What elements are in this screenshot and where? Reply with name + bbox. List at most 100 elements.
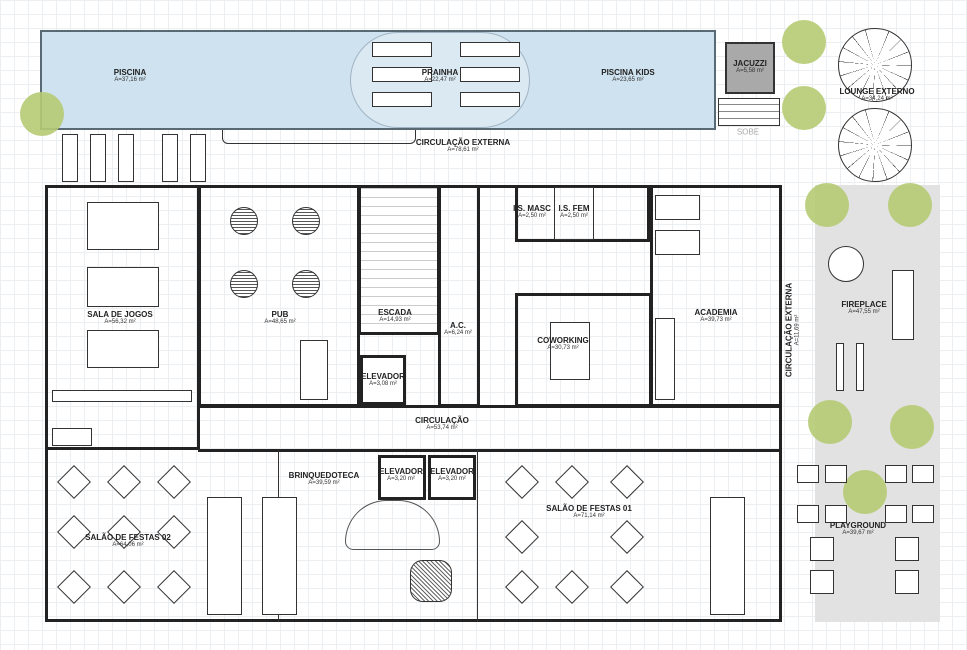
room-area: A=47,55 m² xyxy=(848,309,880,316)
room-area: A=78,61 m² xyxy=(447,147,479,154)
room-area: A=34,24 m² xyxy=(861,96,893,103)
playground-seat xyxy=(885,505,907,523)
room-area: A=39,73 m² xyxy=(700,317,732,324)
sun-lounger xyxy=(90,134,106,182)
room-area: A=56,32 m² xyxy=(104,319,136,326)
meeting-table xyxy=(550,322,590,380)
gym-machine xyxy=(655,195,700,220)
pool-step xyxy=(222,130,416,144)
stairs-up xyxy=(718,98,780,126)
room-area: A=22,47 m² xyxy=(424,77,456,84)
sun-lounger xyxy=(118,134,134,182)
room-name: CIRCULAÇÃO xyxy=(415,415,469,425)
room-area: A=64,06 m² xyxy=(112,542,144,549)
room-area: A=3,20 m² xyxy=(387,476,415,483)
room-name: I.S. MASC xyxy=(513,203,551,213)
room-name: ELEVADOR xyxy=(379,466,423,476)
room-name: CIRCULAÇÃO EXTERNA xyxy=(415,137,511,147)
billiard-table xyxy=(87,267,159,307)
toy-octagon xyxy=(410,560,452,602)
room-name: CIRCULAÇÃO EXTERNA xyxy=(784,282,794,378)
room-name: A.C. xyxy=(449,320,466,330)
room-name: COWORKING xyxy=(537,335,589,345)
buffet-counter xyxy=(262,497,297,615)
label-circulacao-externa-side: CIRCULAÇÃO EXTERNA A=11,69 m² xyxy=(784,282,801,378)
umbrella-icon xyxy=(838,28,912,102)
room-area: A=2,50 m² xyxy=(518,213,546,220)
playground-seat xyxy=(797,465,819,483)
billiard-table xyxy=(87,202,159,250)
tree-icon xyxy=(843,470,887,514)
sun-lounger xyxy=(460,92,520,107)
sun-lounger xyxy=(460,67,520,82)
tree-icon xyxy=(782,86,826,130)
treadmill-rack xyxy=(655,318,675,400)
room-name: ACADEMIA xyxy=(694,307,738,317)
fireplace-bench xyxy=(892,270,914,340)
room-area: A=39,59 m² xyxy=(308,480,340,487)
room-circulacao xyxy=(198,405,782,452)
gym-machine xyxy=(655,230,700,255)
room-area: A=37,16 m² xyxy=(114,77,146,84)
sun-lounger xyxy=(162,134,178,182)
tree-icon xyxy=(890,405,934,449)
room-area: A=14,93 m² xyxy=(379,317,411,324)
cabinet xyxy=(52,428,92,446)
jacuzzi xyxy=(725,42,775,94)
playground-seat xyxy=(885,465,907,483)
tree-icon xyxy=(20,92,64,136)
round-table xyxy=(230,207,258,235)
bar-counter xyxy=(300,340,328,400)
room-area: A=11,69 m² xyxy=(794,314,801,346)
label-ac: A.C.A=6,24 m² xyxy=(444,321,472,337)
stairs-up-label: SOBE xyxy=(736,127,760,137)
room-area: A=3,08 m² xyxy=(369,381,397,388)
room-elevador-3 xyxy=(428,455,476,500)
sun-lounger xyxy=(372,42,432,57)
room-name: LOUNGE EXTERNO xyxy=(839,86,915,96)
room-name: SALA DE JOGOS xyxy=(87,309,153,319)
room-area: A=48,65 m² xyxy=(264,319,296,326)
room-area: A=3,20 m² xyxy=(438,476,466,483)
playground-equipment xyxy=(810,570,834,594)
playground-seat xyxy=(912,505,934,523)
room-area: A=23,65 m² xyxy=(612,77,644,84)
buffet-counter xyxy=(710,497,745,615)
playground-equipment xyxy=(895,570,919,594)
room-area: A=5,58 m² xyxy=(736,68,764,75)
room-name: ELEVADOR xyxy=(430,466,474,476)
round-table xyxy=(292,207,320,235)
room-ac xyxy=(438,185,480,407)
room-name: PISCINA KIDS xyxy=(601,67,655,77)
playground-seat xyxy=(825,505,847,523)
tree-icon xyxy=(888,183,932,227)
room-area: A=53,74 m² xyxy=(426,425,458,432)
room-name: BRINQUEDOTECA xyxy=(288,470,360,480)
room-name: SALÃO DE FESTAS 01 xyxy=(546,503,632,513)
room-toilets xyxy=(515,185,650,242)
room-name: ELEVADOR xyxy=(361,371,405,381)
buffet-counter xyxy=(207,497,242,615)
tree-icon xyxy=(805,183,849,227)
room-name: ESCADA xyxy=(378,307,412,317)
room-area: A=30,73 m² xyxy=(547,345,579,352)
room-area: A=6,24 m² xyxy=(444,330,472,337)
fireplace-bench xyxy=(836,343,844,391)
sun-lounger xyxy=(372,67,432,82)
room-area: A=2,50 m² xyxy=(560,213,588,220)
room-elevador-2 xyxy=(378,455,426,500)
